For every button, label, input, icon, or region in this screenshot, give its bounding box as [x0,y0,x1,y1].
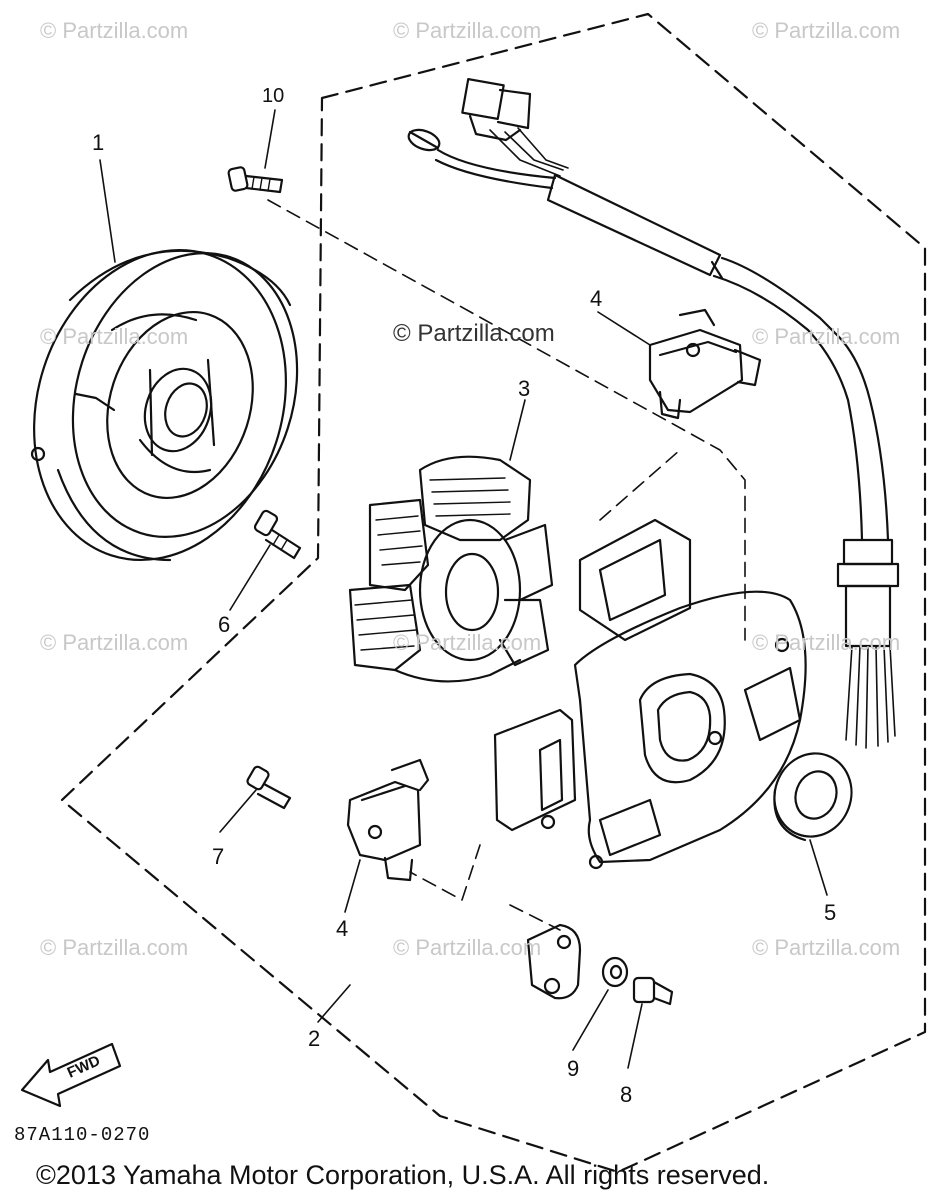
screw-6-part [253,509,302,560]
leader-5 [809,839,828,896]
leader-1 [99,159,116,263]
callout-5: 5 [824,900,837,925]
leader-4-lower [344,859,361,913]
callout-1: 1 [92,130,105,155]
callout-8: 8 [620,1082,633,1107]
screw-8-part [632,976,674,1006]
watermark: © Partzilla.com [752,630,901,655]
watermark: © Partzilla.com [40,935,189,960]
leader-3 [509,399,526,461]
clamp-part [526,923,582,1000]
watermark: © Partzilla.com [752,935,901,960]
callout-4-upper: 4 [590,286,603,311]
oil-seal-part [773,752,853,842]
callout-10: 10 [262,85,285,107]
watermark: © Partzilla.com [752,18,901,43]
watermark: © Partzilla.com [40,18,189,43]
wire-harness-part [407,78,900,749]
leader-8 [627,1003,643,1069]
center-watermark: © Partzilla.com [393,320,555,347]
callout-3: 3 [518,376,531,401]
leader-6 [229,544,271,611]
assembly-boundary [60,12,927,1174]
screw-7-part [246,765,292,810]
watermark: © Partzilla.com [393,630,542,655]
pickup-coil-lower-part [346,758,430,882]
pickup-coil-upper-part [648,308,762,420]
callout-7: 7 [212,844,225,869]
leader-10 [264,109,276,169]
watermark: © Partzilla.com [393,18,542,43]
alignment-line [599,449,681,521]
callout-2: 2 [308,1026,321,1051]
stator-coil-part [348,455,554,683]
leader-4-upper [597,311,651,346]
diagram-code: 87A110-0270 [14,1124,151,1146]
leader-9 [572,989,609,1051]
alignment-line [267,199,746,641]
stator-plate-part [493,518,807,870]
leader-7 [219,789,257,833]
fwd-arrow-icon [20,1042,122,1108]
washer-9-part [601,956,629,988]
callout-6: 6 [218,612,231,637]
watermark: © Partzilla.com [393,935,542,960]
copyright-text: ©2013 Yamaha Motor Corporation, U.S.A. A… [36,1160,770,1190]
alignment-line [509,904,561,931]
callout-9: 9 [567,1056,580,1081]
watermark: © Partzilla.com [40,324,189,349]
watermark: © Partzilla.com [752,324,901,349]
alignment-line [409,844,481,901]
screw-10-part [227,166,284,194]
flywheel-rotor-part [30,248,299,562]
watermark: © Partzilla.com [40,630,189,655]
callout-4-lower: 4 [336,916,349,941]
leader-2 [317,984,351,1023]
